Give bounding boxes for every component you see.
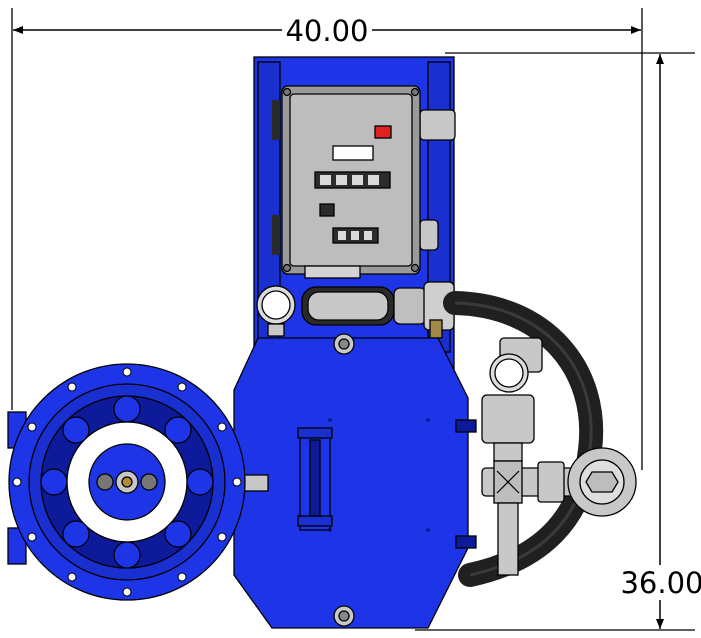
button-strip xyxy=(314,171,391,189)
dimension-height: 36.00 xyxy=(415,52,701,631)
key-switch xyxy=(319,203,335,217)
conduit-fitting xyxy=(301,281,455,339)
inner-ports xyxy=(40,395,214,569)
burner-housing xyxy=(233,333,477,629)
width-dimension-label: 40.00 xyxy=(285,14,368,48)
burner-nozzle xyxy=(96,470,158,494)
pressure-gauge-right xyxy=(489,337,543,393)
terminal-block xyxy=(332,227,379,244)
pressure-gauge-upper xyxy=(256,285,296,337)
pressure-regulator xyxy=(567,447,637,517)
gas-valve-train xyxy=(481,394,583,576)
flange-bolts xyxy=(12,367,242,597)
control-box xyxy=(281,85,421,279)
display-window xyxy=(332,145,374,161)
indicator-light xyxy=(374,125,392,139)
dimension-width: 40.00 xyxy=(11,8,643,470)
height-dimension-label: 36.00 xyxy=(620,566,701,600)
